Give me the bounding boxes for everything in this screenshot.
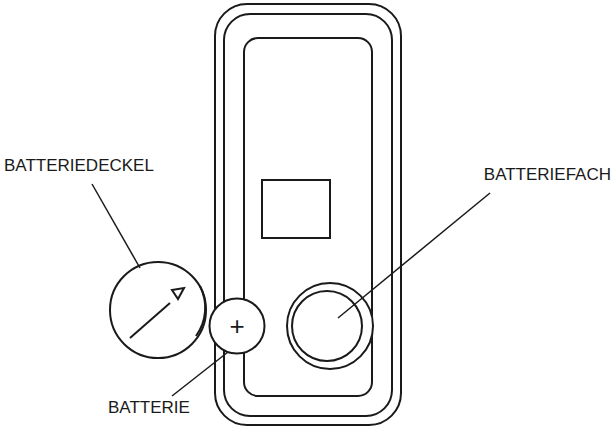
device-housing — [215, 4, 401, 425]
cover-arrow — [172, 288, 184, 299]
housing-rim — [224, 14, 392, 416]
part-label: BATTERIEFACH — [484, 165, 611, 185]
cover-slot — [130, 303, 170, 338]
battery-cover — [110, 262, 206, 358]
inner-panel — [244, 38, 372, 396]
leader-line — [92, 184, 140, 268]
cover-rim — [196, 286, 205, 336]
compartment-inner — [292, 291, 362, 361]
battery-cell: + — [208, 297, 266, 355]
part-label: BATTERIEDECKEL — [4, 156, 154, 176]
display-window — [262, 180, 330, 238]
battery-compartment — [287, 283, 373, 369]
part-label: BATTERIE — [108, 398, 190, 418]
leader-line — [172, 352, 228, 396]
leader-line — [338, 193, 490, 318]
polarity-mark: + — [208, 297, 266, 355]
